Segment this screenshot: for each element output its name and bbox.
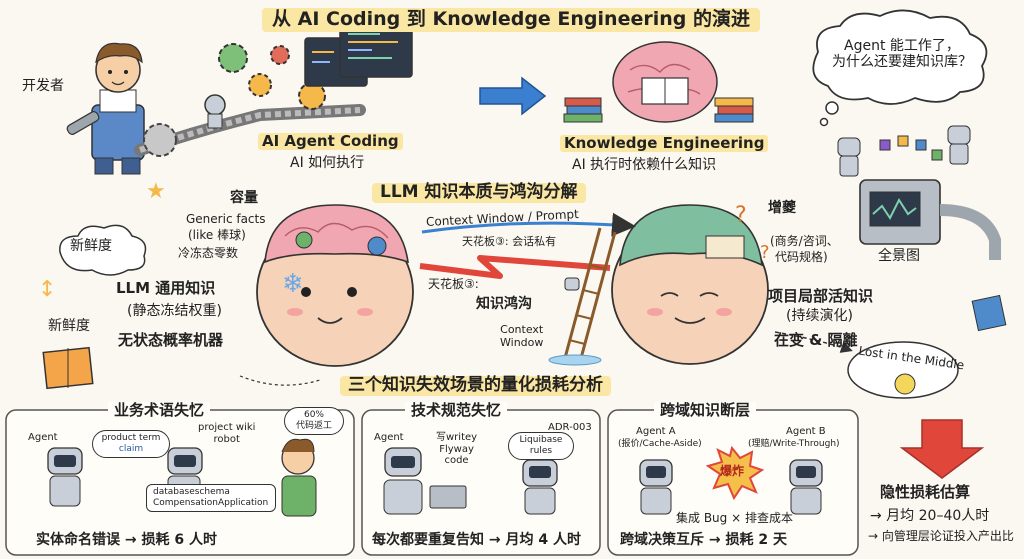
agent-a-sub: (报价/Cache-Aside) (618, 439, 702, 449)
page-title: 从 AI Coding 到 Knowledge Engineering 的演进 (262, 8, 760, 32)
panel2-robots (383, 447, 558, 515)
ladder-illustration (548, 227, 617, 366)
rework-label: 代码返工 (295, 420, 332, 431)
panel1-robots (47, 438, 317, 517)
rework-pct: 60% (303, 410, 324, 420)
wiki-line-2: robot (213, 433, 240, 445)
biz-line-2: 代码规格) (775, 250, 828, 264)
developer-illustration (66, 42, 145, 175)
llm-brain-illustration: ❄ (256, 204, 414, 367)
schema-line-2: CompensationApplication (153, 497, 269, 508)
panel1-agent-label: Agent (28, 432, 58, 443)
bottom-section-title: 三个知识失效场景的量化损耗分析 (340, 375, 611, 396)
panel2-adr-label: ADR-003 (548, 422, 592, 433)
svg-text:★: ★ (146, 179, 166, 204)
term-bubble-line-2: claim (118, 443, 144, 454)
panel2-agent-label: Agent (374, 432, 404, 443)
knowledge-brain-illustration (563, 41, 754, 123)
panel3-robots (639, 445, 823, 515)
cloud-dot (819, 117, 829, 127)
agent-b-label: Agent B (786, 426, 826, 437)
developer-label: 开发者 (22, 78, 64, 94)
ai-agent-coding-title: AI Agent Coding (258, 132, 403, 151)
summary-down-arrow-icon (899, 419, 985, 479)
knowledge-engineering-title: Knowledge Engineering (560, 134, 769, 153)
panel2-write-note: 写writey Flyway code (436, 432, 477, 467)
static-weights: (静态冻结权重) (127, 303, 222, 319)
llm-general-knowledge: LLM 通用知识 (116, 279, 216, 297)
panel2-title: 技术规范失忆 (405, 401, 508, 420)
schema-line-1: databaseschema (153, 487, 230, 497)
context-window-arrow (421, 212, 636, 237)
write-line-2: Flyway (439, 443, 474, 455)
svg-text:❄: ❄ (282, 269, 304, 299)
panel3-title: 跨域知识断层 (654, 401, 757, 420)
panel3-footer: 跨域决策互斥 → 损耗 2 天 (620, 532, 787, 548)
context-line-2: Window (500, 335, 544, 349)
summary-line-1: → 月均 20–40人时 (870, 508, 990, 524)
rules-line-2: rules (529, 445, 553, 456)
freshness-cloud-label: 新鲜度 (70, 238, 112, 254)
question-line-1: Agent 能工作了， (844, 38, 960, 54)
ai-agent-coding-subtitle: AI 如何执行 (290, 155, 365, 171)
question-cloud (812, 9, 988, 105)
summary-line-2: → 向管理层论证投入产出比 (868, 529, 1014, 543)
context-line-1: Context (500, 323, 544, 336)
knowledge-gap-arrow (419, 255, 611, 279)
project-local-knowledge: 项目局部活知识 (768, 287, 874, 305)
panel2-footer: 每次都要重复告知 → 月均 4 人时 (372, 532, 581, 548)
ceiling-session: 天花板③: 会话私有 (462, 235, 557, 248)
rules-line-1: Liquibase (519, 435, 563, 445)
write-line-1: 写writey (436, 432, 478, 443)
continuous-evolution: (持续演化) (786, 308, 853, 324)
panel1-schema-box: databaseschema CompensationApplication (146, 484, 276, 512)
panel1-footer: 实体命名错误 → 损耗 6 人时 (36, 532, 217, 548)
panel1-wiki-label: project wiki robot (198, 422, 255, 445)
knowledge-gap-label: 知识鸿沟 (476, 296, 532, 312)
changing-isolation: 在变 & 隔離 (774, 331, 858, 349)
freshness-label: 新鲜度 (48, 318, 90, 334)
project-brain-illustration: ? ? (611, 203, 770, 365)
generic-facts-line1: Generic facts (186, 212, 266, 226)
evolution-arrow-icon (479, 76, 547, 116)
decoration-doodles: ★ ↕ (38, 179, 959, 399)
capacity-label: 容量 (230, 190, 258, 206)
summary-title: 隐性损耗估算 (880, 483, 971, 501)
panorama-label: 全景图 (878, 248, 920, 264)
panel2-rules-bubble: Liquibase rules (508, 432, 574, 460)
growth-label: 增夔 (768, 200, 796, 216)
frozen-note: 冷冻态零数 (178, 246, 239, 260)
generic-facts-line2: (like 棒球) (188, 228, 246, 242)
cloud-dot (825, 101, 839, 115)
panel1-rework-bubble: 60% 代码返工 (284, 407, 344, 435)
llm-section-title: LLM 知识本质与鸿沟分解 (372, 182, 586, 203)
svg-text:?: ? (735, 203, 747, 228)
agent-b-sub: (理赔/Write-Through) (748, 439, 840, 449)
svg-text:↕: ↕ (38, 277, 56, 302)
knowledge-engineering-subtitle: AI 执行时依赖什么知识 (572, 157, 717, 173)
panel1-title: 业务术语失忆 (108, 401, 211, 420)
robots-machine-illustration (837, 125, 1007, 332)
write-line-3: code (444, 455, 469, 466)
panel1-term-bubble: product term claim (92, 430, 170, 458)
ceiling-gap: 天花板③: (428, 277, 479, 291)
stateless-machine: 无状态概率机器 (118, 331, 224, 349)
svg-text:?: ? (760, 242, 770, 263)
wiki-line-1: project wiki (198, 422, 256, 433)
term-bubble-line-1: product term (101, 433, 161, 443)
biz-line-1: (商务/咨词、 (770, 234, 839, 248)
agent-a-label: Agent A (636, 426, 676, 437)
question-line-2: 为什么还要建知识库？ (832, 54, 972, 71)
integration-cost: 集成 Bug × 排查成本 (676, 511, 793, 525)
boom-label: 爆炸 (720, 464, 745, 478)
context-window-note: Context Window (500, 323, 544, 349)
code-screens-illustration (304, 21, 413, 87)
question-text: Agent 能工作了， 为什么还要建知识库？ (828, 38, 976, 70)
